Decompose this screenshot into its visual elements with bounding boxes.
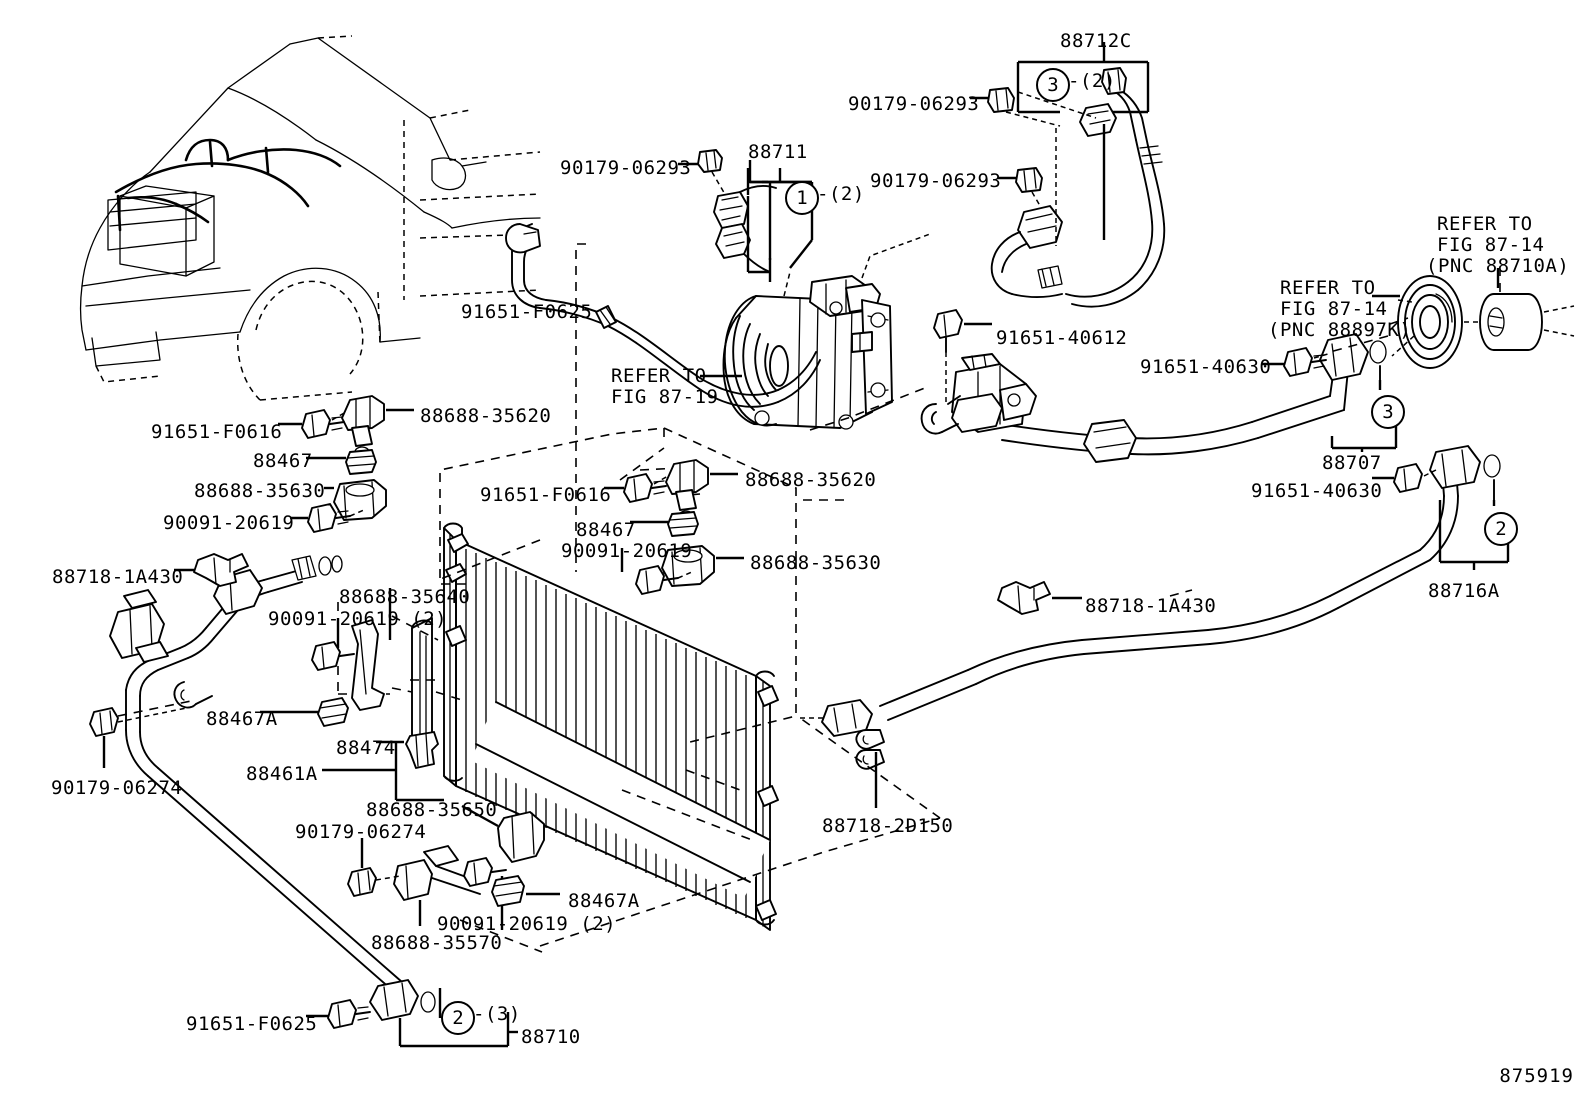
part-label-91651f0616: 91651-F0616 [151,421,283,443]
part-label-88461a: 88461A [246,763,318,785]
callout-suffix-1: -(2) [817,183,865,205]
part-label-9017906293: 90179-06293 [560,157,692,179]
part-label-8868835620: 88688-35620 [745,469,877,491]
center-brackets-group [322,459,744,930]
part-label-88716a: 88716A [1428,580,1500,602]
part-label-88712c: 88712C [1060,30,1132,52]
part-label-88467: 88467 [253,450,313,472]
hose-88712C [970,42,1166,308]
part-label-88707: 88707 [1322,452,1382,474]
part-label-88467: 88467 [576,519,636,541]
hose-88711 [505,149,821,408]
left-brackets-group [89,395,414,768]
part-label-8868835630: 88688-35630 [750,552,882,574]
part-label-88711: 88711 [748,141,808,163]
part-label-9165140612: 91651-40612 [996,327,1128,349]
part-label-88467a: 88467A [568,890,640,912]
figure-number: 875919 [1499,1065,1574,1087]
clutch-pulley-88897K [1329,268,1575,369]
part-label-pnc88710a: (PNC 88710A) [1426,255,1570,277]
callout-circle-2: 2 [1484,512,1518,546]
callout-circle-3: 3 [1371,395,1405,429]
callout-circle-3: 3 [1036,68,1070,102]
part-label-fig8714: FIG 87-14 [1280,298,1388,320]
part-label-pnc88897k: (PNC 88897K) [1268,319,1412,341]
part-label-9017906293: 90179-06293 [870,170,1002,192]
part-label-8868835620: 88688-35620 [420,405,552,427]
pipe-88716A [800,445,1510,808]
part-label-9017906274: 90179-06274 [51,777,183,799]
vehicle-illustration [79,35,541,401]
callout-suffix-2: -(3) [473,1003,521,1025]
condenser-core [391,522,779,931]
part-label-88467a: 88467A [206,708,278,730]
part-label-8868835650: 88688-35650 [366,799,498,821]
part-label-fig8714: FIG 87-14 [1437,234,1545,256]
part-label-9017906293: 90179-06293 [848,93,980,115]
part-label-9165140630: 91651-40630 [1140,356,1272,378]
callout-circle-2: 2 [441,1001,475,1035]
part-label-9017906274: 90179-06274 [295,821,427,843]
part-label-887181a430: 88718-1A430 [1085,595,1217,617]
part-label-9009120619: 90091-20619 [163,512,295,534]
part-label-fig8719: FIG 87-19 [611,386,719,408]
part-label-referto: REFER TO [1437,213,1533,235]
part-label-90091206192: 90091-20619 (2) [268,608,448,630]
part-label-8868835570: 88688-35570 [371,932,503,954]
callout-suffix-3: -(2) [1068,70,1116,92]
compressor-assembly [700,233,931,430]
part-label-91651f0616: 91651-F0616 [480,484,612,506]
part-label-90091206192: 90091-20619 (2) [437,913,617,935]
part-label-887181a430: 88718-1A430 [52,566,184,588]
part-label-referto: REFER TO [611,365,707,387]
part-label-88710: 88710 [521,1026,581,1048]
assembly-guide-dashes [117,243,1193,953]
part-label-91651f0625: 91651-F0625 [461,301,593,323]
part-label-88474: 88474 [336,737,396,759]
part-label-8868835630: 88688-35630 [194,480,326,502]
part-label-887182d150: 88718-2D150 [822,815,954,837]
part-label-9009120619: 90091-20619 [561,540,693,562]
part-label-91651f0625: 91651-F0625 [186,1013,318,1035]
pipe-88710 [109,555,518,1048]
callout-circle-1: 1 [785,181,819,215]
part-label-9165140630: 91651-40630 [1251,480,1383,502]
part-label-8868835640: 88688-35640 [339,586,471,608]
part-label-referto: REFER TO [1280,277,1376,299]
pipe-88707 [920,309,1398,463]
